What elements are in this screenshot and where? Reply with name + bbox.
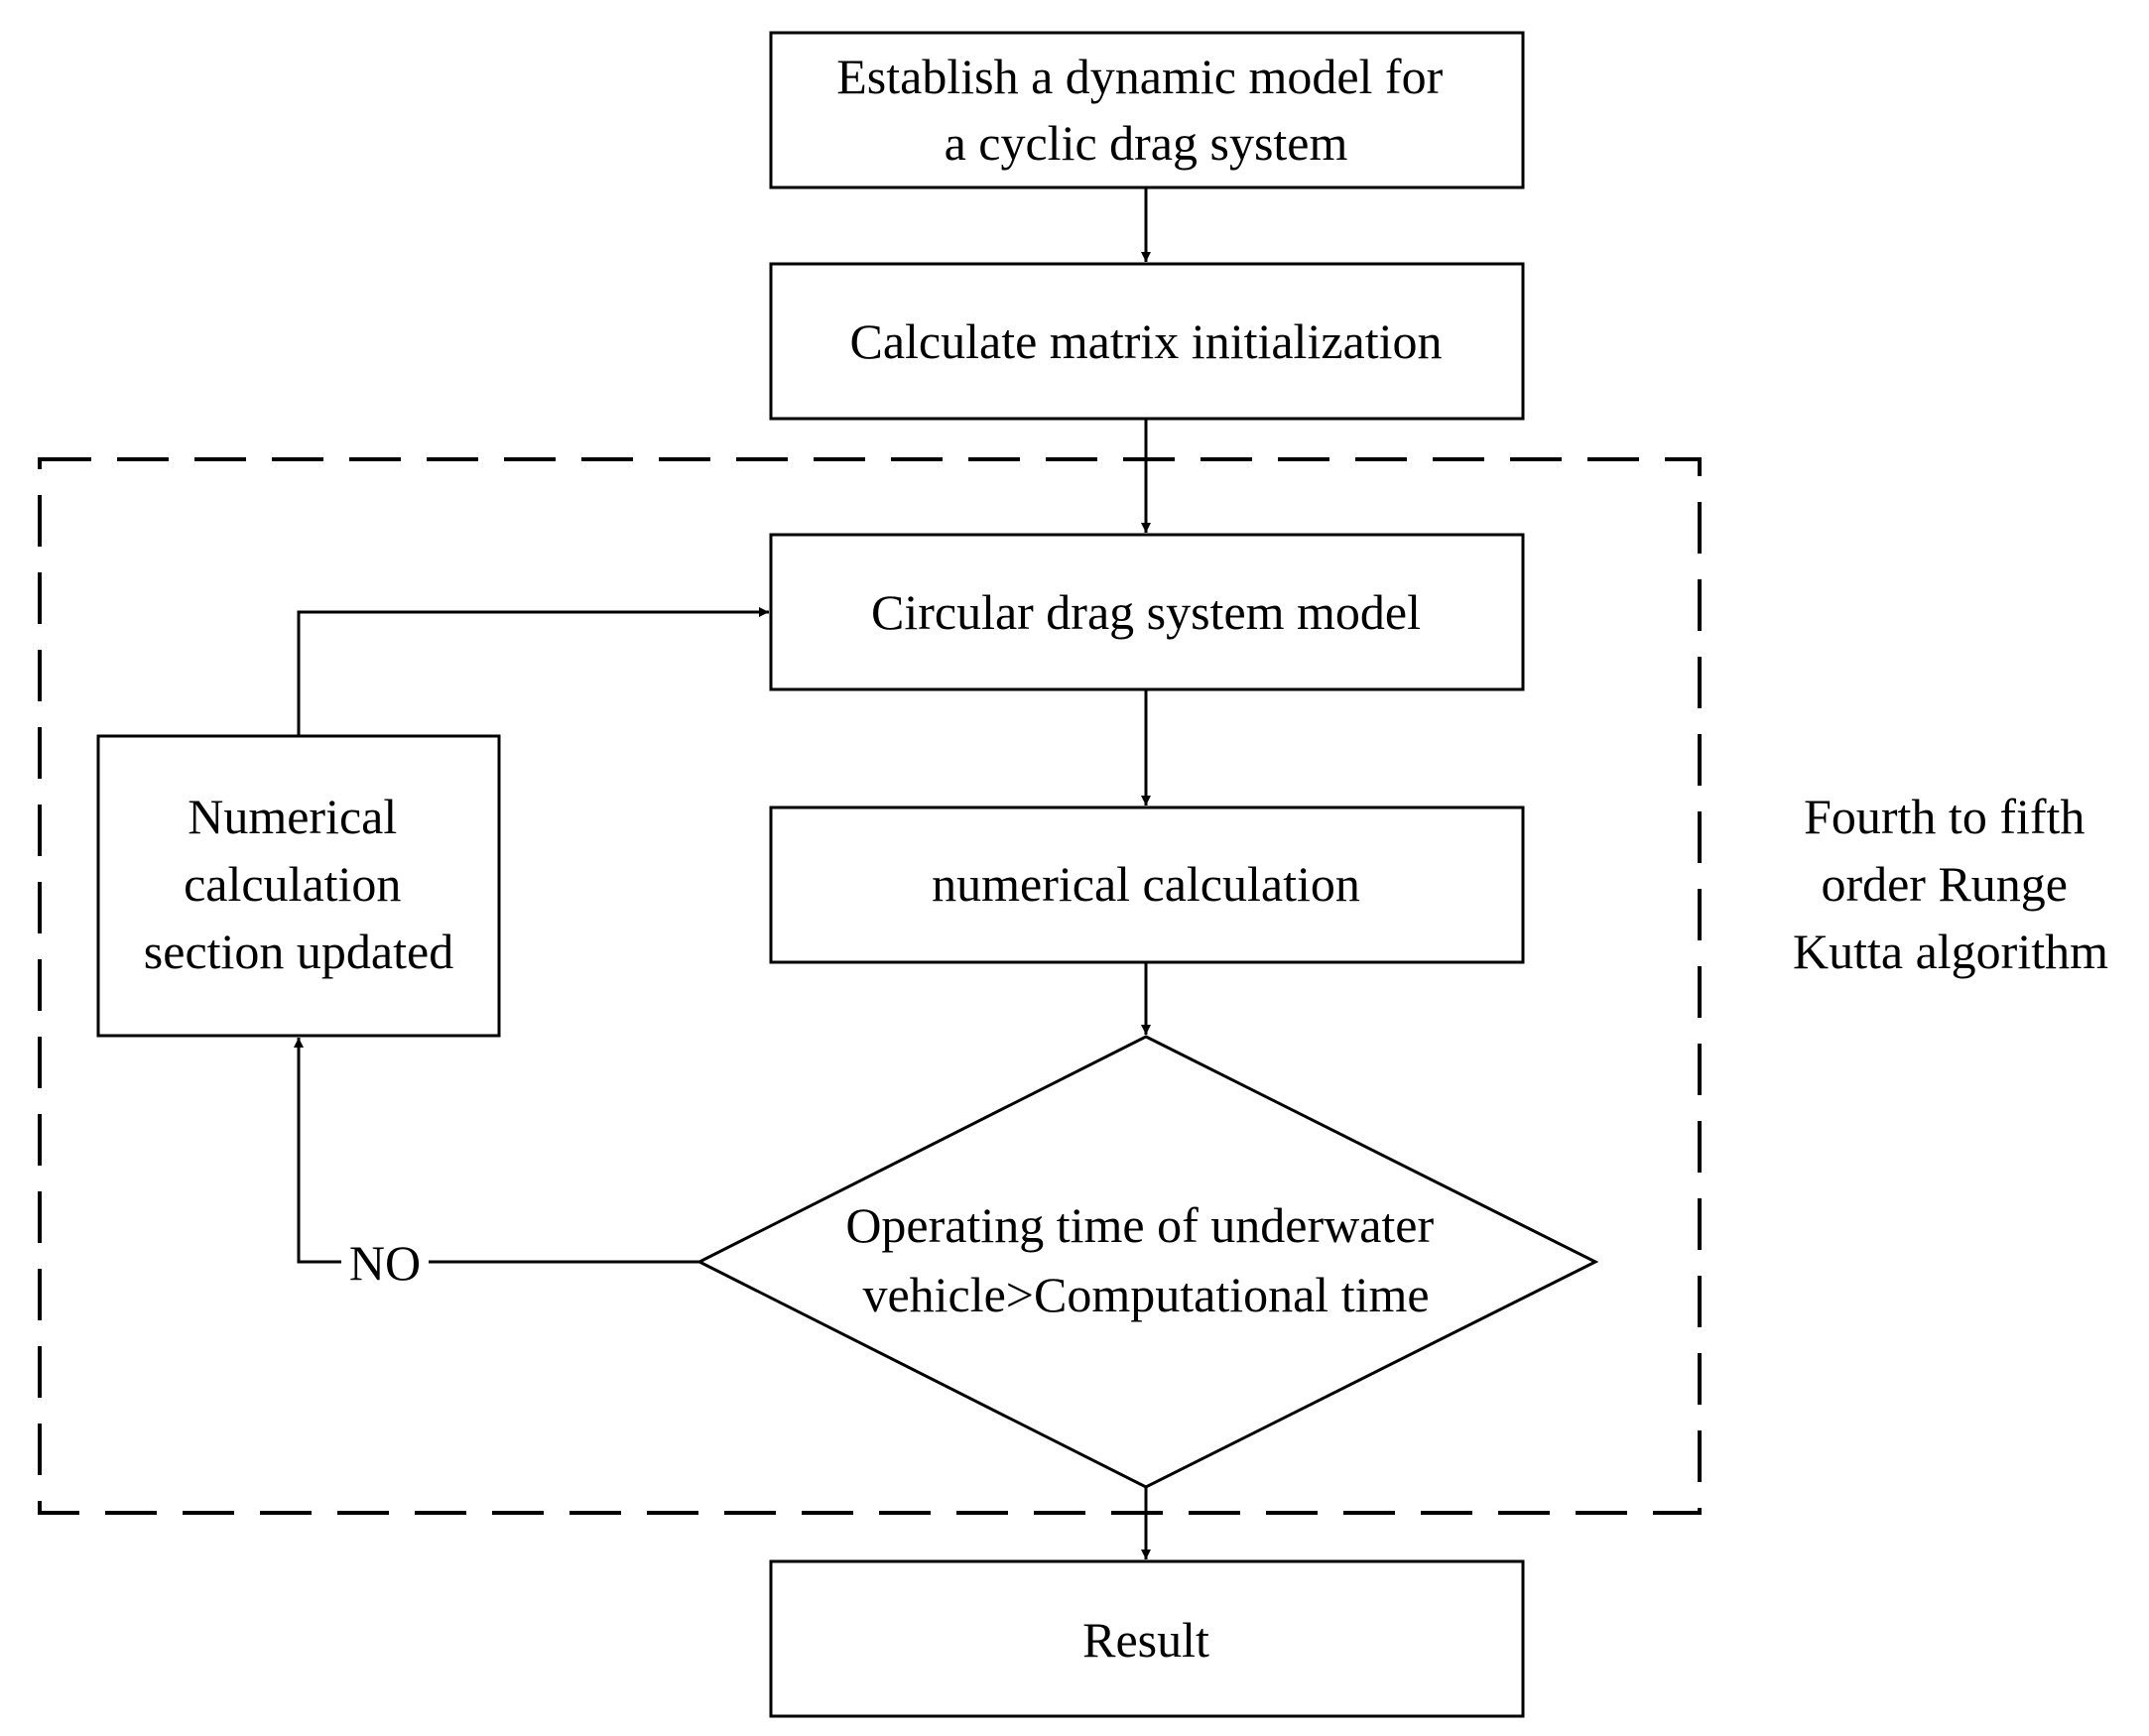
drag-system-model-label: Circular drag system model: [871, 584, 1421, 640]
decision-diamond: [695, 1035, 1599, 1489]
result-label: Result: [1082, 1612, 1209, 1668]
establish-model-box: [769, 31, 1525, 189]
matrix-init-box: [769, 262, 1525, 421]
section-update-label: Numerical calculation section updated: [144, 789, 453, 979]
arrow-no-label-to-update: [294, 1038, 341, 1264]
arrow-update-to-model: [297, 607, 769, 736]
runge-kutta-group-boundary: [38, 457, 1702, 1515]
result-box: [769, 1559, 1525, 1718]
matrix-init-label: Calculate matrix initialization: [849, 313, 1442, 369]
numerical-calculation-box: [769, 806, 1525, 964]
establish-model-label: Establish a dynamic model for a cyclic d…: [836, 49, 1454, 171]
runge-kutta-group-label: Fourth to fifth order Runge Kutta algori…: [1793, 789, 2108, 979]
no-edge-label: NO: [349, 1235, 421, 1291]
numerical-calculation-label: numerical calculation: [932, 856, 1360, 912]
decision-label: Operating time of underwater vehicle>Com…: [845, 1197, 1446, 1322]
